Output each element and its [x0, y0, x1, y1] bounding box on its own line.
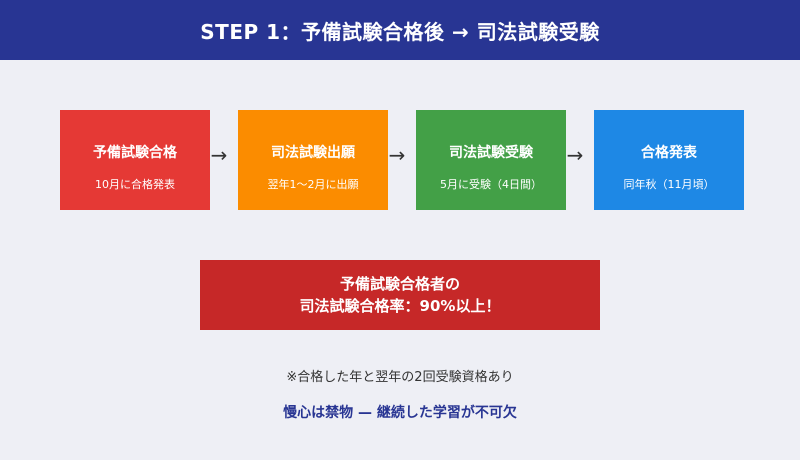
step-box-result: 合格発表 同年秋（11月頃） [594, 110, 744, 210]
step-title: 合格発表 [641, 145, 697, 161]
step-subtitle: 5月に受験（4日間） [440, 178, 542, 191]
arrow-right-icon: → [388, 143, 406, 167]
pass-rate-highlight: 予備試験合格者の 司法試験合格率：90%以上！ [200, 260, 600, 330]
eligibility-note: ※合格した年と翌年の2回受験資格あり [286, 370, 514, 385]
step-box-yobi-pass: 予備試験合格 10月に合格発表 [60, 110, 210, 210]
step-subtitle: 10月に合格発表 [95, 178, 175, 191]
header-bar: STEP 1：予備試験合格後 → 司法試験受験 [0, 0, 800, 60]
motto-text: 慢心は禁物 — 継続した学習が不可欠 [283, 405, 517, 421]
step-title: 司法試験受験 [449, 145, 533, 161]
step-title: 予備試験合格 [93, 145, 177, 161]
highlight-line-1: 予備試験合格者の [339, 275, 460, 293]
step-subtitle: 翌年1〜2月に出願 [267, 178, 359, 191]
arrow-right-icon: → [210, 143, 228, 167]
arrow-right-icon: → [566, 143, 584, 167]
highlight-line-2: 司法試験合格率：90%以上！ [299, 297, 501, 315]
header-title: STEP 1：予備試験合格後 → 司法試験受験 [200, 19, 600, 44]
step-title: 司法試験出願 [271, 145, 355, 161]
step-subtitle: 同年秋（11月頃） [623, 178, 715, 191]
step-box-exam: 司法試験受験 5月に受験（4日間） [416, 110, 566, 210]
step-box-application: 司法試験出願 翌年1〜2月に出願 [238, 110, 388, 210]
